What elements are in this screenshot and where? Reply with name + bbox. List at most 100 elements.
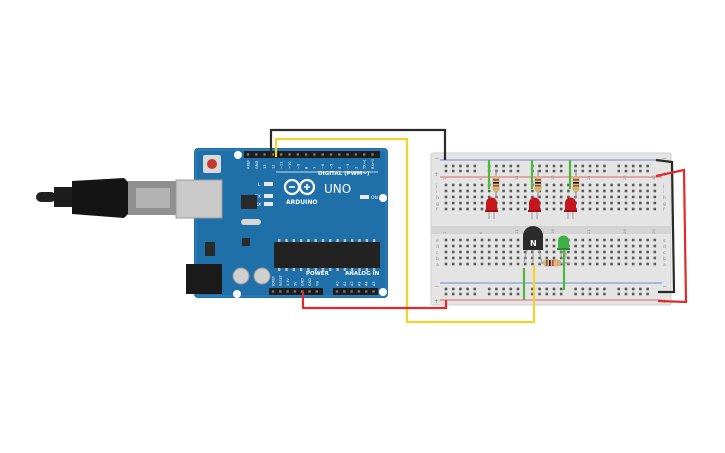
breadboard-hole[interactable] (451, 183, 455, 187)
reset-button-cap[interactable] (207, 159, 217, 169)
breadboard-hole[interactable] (639, 250, 642, 254)
breadboard-hole[interactable] (631, 201, 635, 205)
breadboard-hole[interactable] (502, 250, 505, 254)
breadboard-hole[interactable] (588, 250, 592, 254)
breadboard-hole[interactable] (480, 189, 484, 193)
led-green[interactable] (557, 235, 570, 258)
breadboard-hole[interactable] (487, 195, 491, 199)
wire-yellow-signal[interactable] (274, 137, 536, 324)
breadboard-hole[interactable] (545, 256, 549, 260)
digital-pin-hole[interactable] (304, 153, 308, 156)
breadboard-hole[interactable] (487, 244, 491, 248)
breadboard-hole[interactable] (516, 207, 520, 211)
breadboard-hole[interactable] (588, 244, 592, 248)
breadboard-hole[interactable] (531, 256, 534, 260)
rail-hole[interactable] (502, 164, 505, 168)
digital-pin-hole[interactable] (263, 153, 266, 156)
breadboard-hole[interactable] (473, 250, 477, 254)
breadboard-hole[interactable] (653, 201, 657, 205)
breadboard-hole[interactable] (610, 195, 613, 199)
rail-hole[interactable] (495, 164, 498, 168)
breadboard-hole[interactable] (509, 256, 513, 260)
breadboard-hole[interactable] (495, 244, 498, 248)
rail-hole[interactable] (538, 169, 541, 173)
breadboard-hole[interactable] (459, 195, 462, 199)
rail-hole[interactable] (451, 287, 455, 291)
rail-hole[interactable] (545, 169, 549, 173)
power-pin-hole[interactable] (286, 290, 289, 293)
breadboard-hole[interactable] (610, 183, 613, 187)
breadboard-hole[interactable] (466, 201, 469, 205)
breadboard-hole[interactable] (574, 238, 577, 242)
rail-hole[interactable] (545, 164, 549, 168)
wire-black-rail-link[interactable] (655, 158, 676, 294)
rail-hole[interactable] (581, 287, 585, 291)
digital-pin-hole[interactable] (246, 153, 250, 156)
breadboard-hole[interactable] (459, 250, 462, 254)
breadboard-hole[interactable] (444, 189, 448, 193)
led-red[interactable] (528, 197, 541, 220)
breadboard-hole[interactable] (610, 262, 613, 266)
breadboard-hole[interactable] (531, 250, 534, 254)
breadboard-hole[interactable] (523, 189, 527, 193)
breadboard-hole[interactable] (595, 238, 599, 242)
rail-hole[interactable] (509, 287, 513, 291)
breadboard-hole[interactable] (473, 244, 477, 248)
rail-hole[interactable] (631, 169, 635, 173)
rail-hole[interactable] (639, 169, 642, 173)
rail-hole[interactable] (639, 287, 642, 291)
breadboard-hole[interactable] (459, 238, 462, 242)
breadboard-hole[interactable] (444, 250, 448, 254)
breadboard-hole[interactable] (559, 189, 563, 193)
breadboard-hole[interactable] (459, 244, 462, 248)
breadboard-hole[interactable] (545, 244, 549, 248)
breadboard-hole[interactable] (639, 189, 642, 193)
breadboard-hole[interactable] (552, 201, 556, 205)
rail-hole[interactable] (502, 169, 505, 173)
rail-hole[interactable] (502, 287, 505, 291)
breadboard-hole[interactable] (466, 195, 469, 199)
breadboard-hole[interactable] (502, 262, 505, 266)
breadboard-hole[interactable] (502, 256, 505, 260)
breadboard-hole[interactable] (559, 262, 563, 266)
breadboard-hole[interactable] (646, 183, 649, 187)
digital-pin-hole[interactable] (313, 153, 316, 156)
rail-hole[interactable] (451, 292, 455, 296)
rail-hole[interactable] (552, 164, 556, 168)
breadboard-hole[interactable] (451, 189, 455, 193)
breadboard-hole[interactable] (567, 189, 570, 193)
breadboard-hole[interactable] (567, 262, 570, 266)
breadboard-hole[interactable] (646, 195, 649, 199)
breadboard-hole[interactable] (495, 256, 498, 260)
breadboard-hole[interactable] (444, 238, 448, 242)
breadboard-hole[interactable] (509, 238, 513, 242)
breadboard-hole[interactable] (444, 183, 448, 187)
breadboard-hole[interactable] (545, 250, 549, 254)
breadboard-hole[interactable] (516, 262, 520, 266)
rail-hole[interactable] (646, 292, 649, 296)
digital-pin-hole[interactable] (321, 153, 324, 156)
breadboard-hole[interactable] (610, 189, 613, 193)
breadboard-hole[interactable] (595, 189, 599, 193)
rail-hole[interactable] (451, 169, 455, 173)
rail-hole[interactable] (581, 169, 585, 173)
breadboard-hole[interactable] (624, 183, 628, 187)
breadboard-hole[interactable] (631, 189, 635, 193)
breadboard-hole[interactable] (444, 262, 448, 266)
breadboard-hole[interactable] (646, 256, 649, 260)
rail-hole[interactable] (509, 169, 513, 173)
power-pin-hole[interactable] (279, 290, 282, 293)
breadboard-hole[interactable] (451, 207, 455, 211)
breadboard-hole[interactable] (624, 238, 628, 242)
breadboard-hole[interactable] (639, 262, 642, 266)
breadboard-hole[interactable] (631, 256, 635, 260)
rail-hole[interactable] (444, 164, 448, 168)
rail-hole[interactable] (552, 169, 556, 173)
breadboard-hole[interactable] (588, 183, 592, 187)
breadboard-hole[interactable] (646, 244, 649, 248)
breadboard-hole[interactable] (473, 238, 477, 242)
breadboard-hole[interactable] (451, 250, 455, 254)
breadboard-hole[interactable] (545, 189, 549, 193)
breadboard-hole[interactable] (595, 250, 599, 254)
rail-hole[interactable] (631, 164, 635, 168)
